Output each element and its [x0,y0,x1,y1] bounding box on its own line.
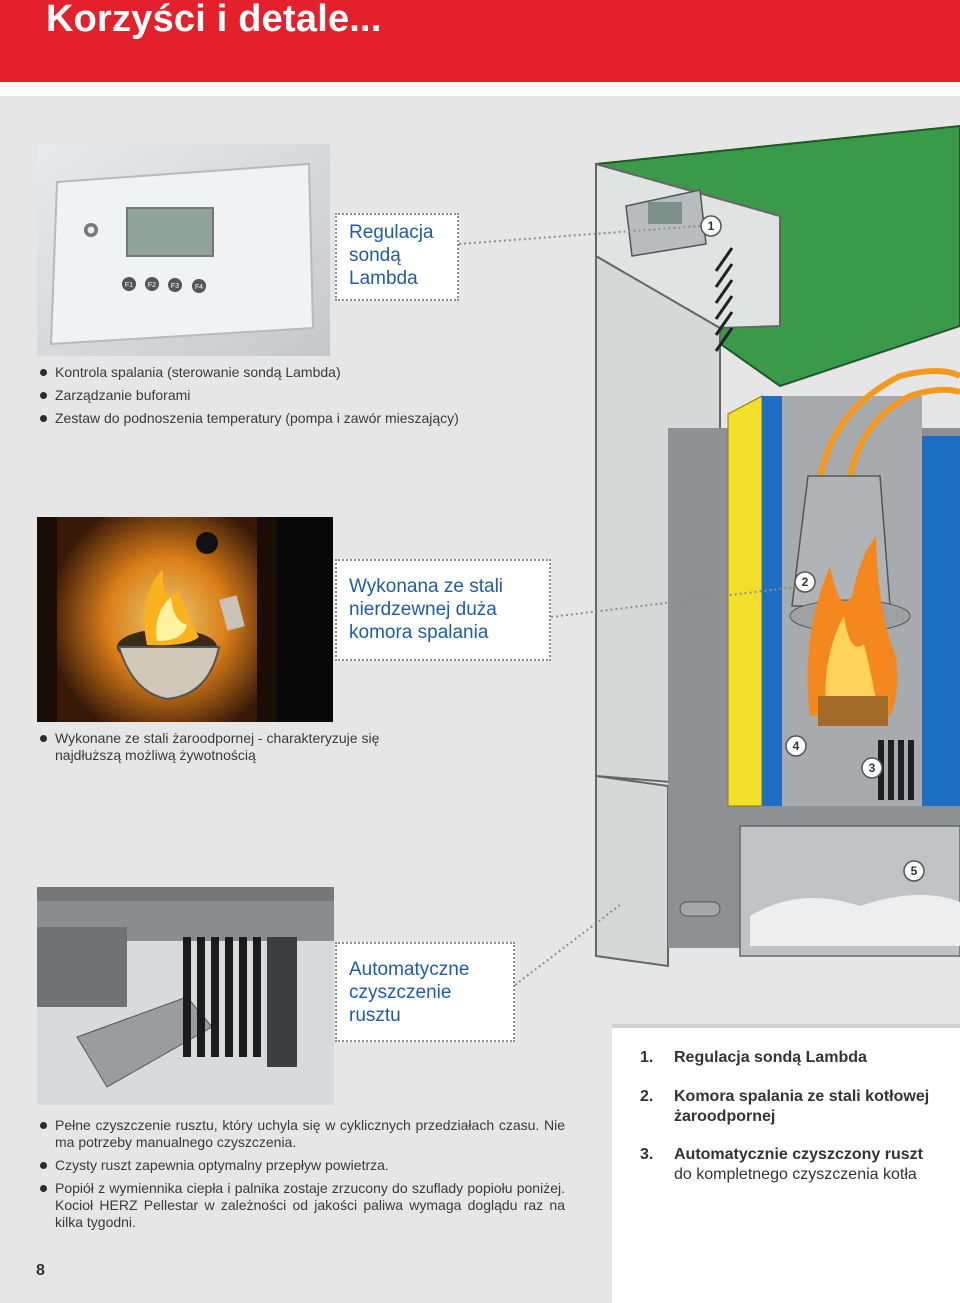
legend-bold-text: Automatycznie czyszczony ruszt [674,1146,923,1163]
boiler-cutaway-illustration: 1 2 4 3 5 [560,96,960,1026]
legend-bold-text: Komora spalania ze stali kotłowej żarood… [674,1088,930,1125]
legend-bold-text: Regulacja sondą Lambda [674,1049,867,1066]
page-number: 8 [36,1262,45,1279]
diagram-badge-1: 1 [700,215,722,237]
panel-key-label: F4 [195,284,203,291]
badge-label: 2 [802,575,809,589]
bullet-list-grate: Pełne czyszczenie rusztu, który uchyla s… [37,1117,565,1237]
legend-number: 2. [640,1088,654,1105]
callout-lambda-text: Regulacja sondą Lambda [349,222,434,289]
legend-item-1: 1. Regulacja sondą Lambda [640,1048,954,1068]
list-item: Pełne czyszczenie rusztu, który uchyla s… [37,1117,565,1151]
bullet-list-chamber: Wykonane ze stali żaroodpornej - charakt… [37,730,407,770]
callout-lambda: Regulacja sondą Lambda [335,213,459,301]
diagram-badge-5: 5 [903,860,925,882]
callout-grate-text: Automatyczne czyszczenie rusztu [349,959,470,1026]
panel-key-label: F2 [148,282,156,289]
diagram-badge-2: 2 [794,571,816,593]
list-item: Wykonane ze stali żaroodpornej - charakt… [37,730,407,764]
callout-chamber: Wykonana ze stali nierdzewnej duża komor… [335,559,551,661]
list-item: Czysty ruszt zapewnia optymalny przepływ… [37,1157,565,1174]
page-header: Korzyści i detale... [0,0,960,82]
legend-panel: 1. Regulacja sondą Lambda 2. Komora spal… [612,1024,960,1303]
grate-cleaning-photo [37,887,334,1105]
bullet-list-lambda: Kontrola spalania (sterowanie sondą Lamb… [37,364,557,433]
page-title: Korzyści i detale... [46,0,382,40]
legend-number: 1. [640,1049,654,1066]
diagram-badge-4: 4 [785,735,807,757]
header-divider [0,82,960,96]
combustion-chamber-photo [37,517,333,722]
badge-label: 5 [911,864,918,878]
legend-text: Automatycznie czyszczony ruszt do komplet… [674,1145,954,1185]
diagram-badge-3: 3 [861,757,883,779]
badge-label: 4 [793,739,800,753]
legend-text: Komora spalania ze stali kotłowej żarood… [674,1087,954,1127]
list-item: Kontrola spalania (sterowanie sondą Lamb… [37,364,557,381]
legend-item-2: 2. Komora spalania ze stali kotłowej żar… [640,1087,954,1127]
control-panel-photo: F1 F2 F3 F4 [37,144,330,356]
legend-text: Regulacja sondą Lambda [674,1048,954,1068]
callout-grate: Automatyczne czyszczenie rusztu [335,942,515,1042]
legend-divider [612,1024,960,1028]
list-item: Popiół z wymiennika ciepła i palnika zos… [37,1180,565,1231]
list-item: Zarządzanie buforami [37,387,557,404]
panel-key-label: F3 [171,283,179,290]
badge-label: 1 [708,219,715,233]
badge-label: 3 [869,761,876,775]
legend-item-3: 3. Automatycznie czyszczony ruszt do komp… [640,1145,954,1185]
legend-number: 3. [640,1146,654,1163]
callout-chamber-text: Wykonana ze stali nierdzewnej duża komor… [349,576,504,643]
list-item: Zestaw do podnoszenia temperatury (pompa… [37,410,557,427]
legend-rest-text: do kompletnego czyszczenia kotła [674,1166,917,1183]
panel-key-label: F1 [125,282,133,289]
